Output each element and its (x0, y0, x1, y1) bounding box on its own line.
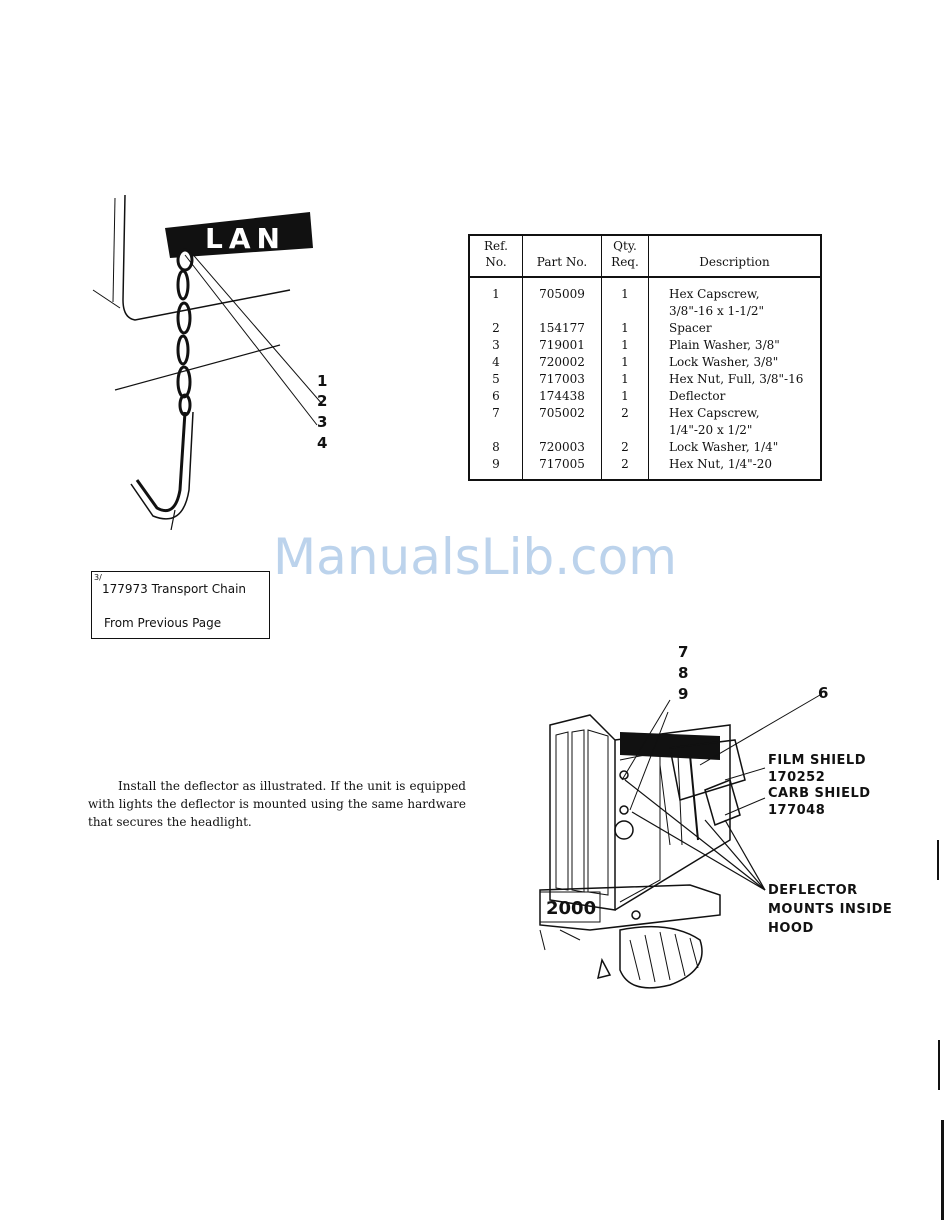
watermark: ManualsLib.com (273, 528, 677, 586)
cell-desc: Hex Nut, Full, 3/8"-16 (648, 371, 821, 388)
sign-text: LAN (205, 222, 286, 255)
cell-desc: Plain Washer, 3/8" (648, 337, 821, 354)
cell-qty: 1 (601, 320, 649, 337)
parts-table: Ref. No. Part No. Qty. Req. Description … (468, 234, 822, 481)
cell-qty: 2 (601, 439, 649, 456)
cell-desc: Spacer (648, 320, 821, 337)
header-desc: Description (648, 235, 821, 278)
header-qty-line1: Qty. (613, 239, 637, 253)
cell-ref: 8 (492, 440, 500, 454)
cell-part: 720002 (522, 354, 602, 371)
cell-qty: 2 (601, 456, 649, 480)
instructions-text: Install the deflector as illustrated. If… (88, 779, 466, 829)
deflector-illustration: 2000 (520, 640, 920, 1010)
callout-6: 6 (818, 684, 829, 702)
deflector-label-3: HOOD (768, 921, 814, 936)
cell-ref: 2 (492, 321, 500, 335)
callout-2: 2 (317, 392, 328, 410)
cell-part: 154177 (522, 320, 602, 337)
cell-ref: 1 (492, 287, 500, 301)
cell-desc: Lock Washer, 3/8" (648, 354, 821, 371)
callout-8: 8 (678, 664, 689, 682)
callout-3: 3 (317, 413, 328, 431)
transport-chain-illustration: LAN (85, 190, 425, 572)
chain-label-mark: 3/ (94, 573, 102, 582)
tractor-drawing: 2000 (539, 694, 821, 989)
grille-text: 2000 (546, 898, 596, 919)
chain-drawing: LAN (92, 194, 324, 572)
cell-qty: 1 (601, 337, 649, 354)
chain-label-box: 3/ 177973 Transport Chain From Previous … (91, 571, 270, 639)
cell-part: 717005 (522, 456, 602, 480)
carb-shield-part: 177048 (768, 803, 826, 818)
film-shield-part: 170252 (768, 770, 826, 785)
header-qty-line2: Req. (611, 255, 639, 269)
chain-label-line1: 177973 Transport Chain (102, 582, 247, 596)
cell-part: 174438 (522, 388, 602, 405)
cell-desc: Lock Washer, 1/4" (648, 439, 821, 456)
cell-qty: 1 (601, 371, 649, 388)
scan-edge-mark (937, 840, 939, 880)
header-ref: Ref. No. (469, 235, 523, 278)
cell-part: 705009 (522, 277, 602, 320)
header-ref-line2: No. (485, 255, 507, 269)
deflector-label-1: DEFLECTOR (768, 883, 858, 898)
cell-qty: 1 (601, 277, 649, 320)
cell-ref: 6 (492, 389, 500, 403)
cell-desc: Hex Capscrew, 1/4"-20 x 1/2" (648, 405, 821, 439)
cell-ref: 7 (492, 406, 500, 420)
film-shield-label: FILM SHIELD (768, 753, 866, 768)
cell-part: 705002 (522, 405, 602, 439)
instructions-paragraph: Install the deflector as illustrated. If… (88, 777, 466, 831)
callout-7: 7 (678, 643, 689, 661)
cell-part: 719001 (522, 337, 602, 354)
cell-desc: Deflector (648, 388, 821, 405)
cell-ref: 4 (492, 355, 500, 369)
cell-desc: Hex Nut, 1/4"-20 (648, 456, 821, 480)
deflector-label-2: MOUNTS INSIDE (768, 902, 893, 917)
cell-part: 720003 (522, 439, 602, 456)
cell-ref: 3 (492, 338, 500, 352)
chain-label-line2: From Previous Page (104, 616, 222, 630)
scan-edge-mark (941, 1120, 944, 1220)
cell-qty: 1 (601, 388, 649, 405)
scan-edge-mark (938, 1040, 940, 1090)
cell-ref: 5 (492, 372, 500, 386)
cell-qty: 1 (601, 354, 649, 371)
cell-qty: 2 (601, 405, 649, 439)
cell-ref: 9 (492, 457, 500, 471)
callout-9: 9 (678, 685, 689, 703)
callout-1: 1 (317, 372, 328, 390)
table-header-row: Ref. No. Part No. Qty. Req. Description (469, 235, 821, 278)
header-ref-line1: Ref. (484, 239, 508, 253)
cell-desc: Hex Capscrew, 3/8"-16 x 1-1/2" (648, 277, 821, 320)
carb-shield-label: CARB SHIELD (768, 786, 871, 801)
header-qty: Qty. Req. (601, 235, 649, 278)
callout-4: 4 (317, 434, 328, 452)
cell-part: 717003 (522, 371, 602, 388)
header-part: Part No. (522, 235, 602, 278)
